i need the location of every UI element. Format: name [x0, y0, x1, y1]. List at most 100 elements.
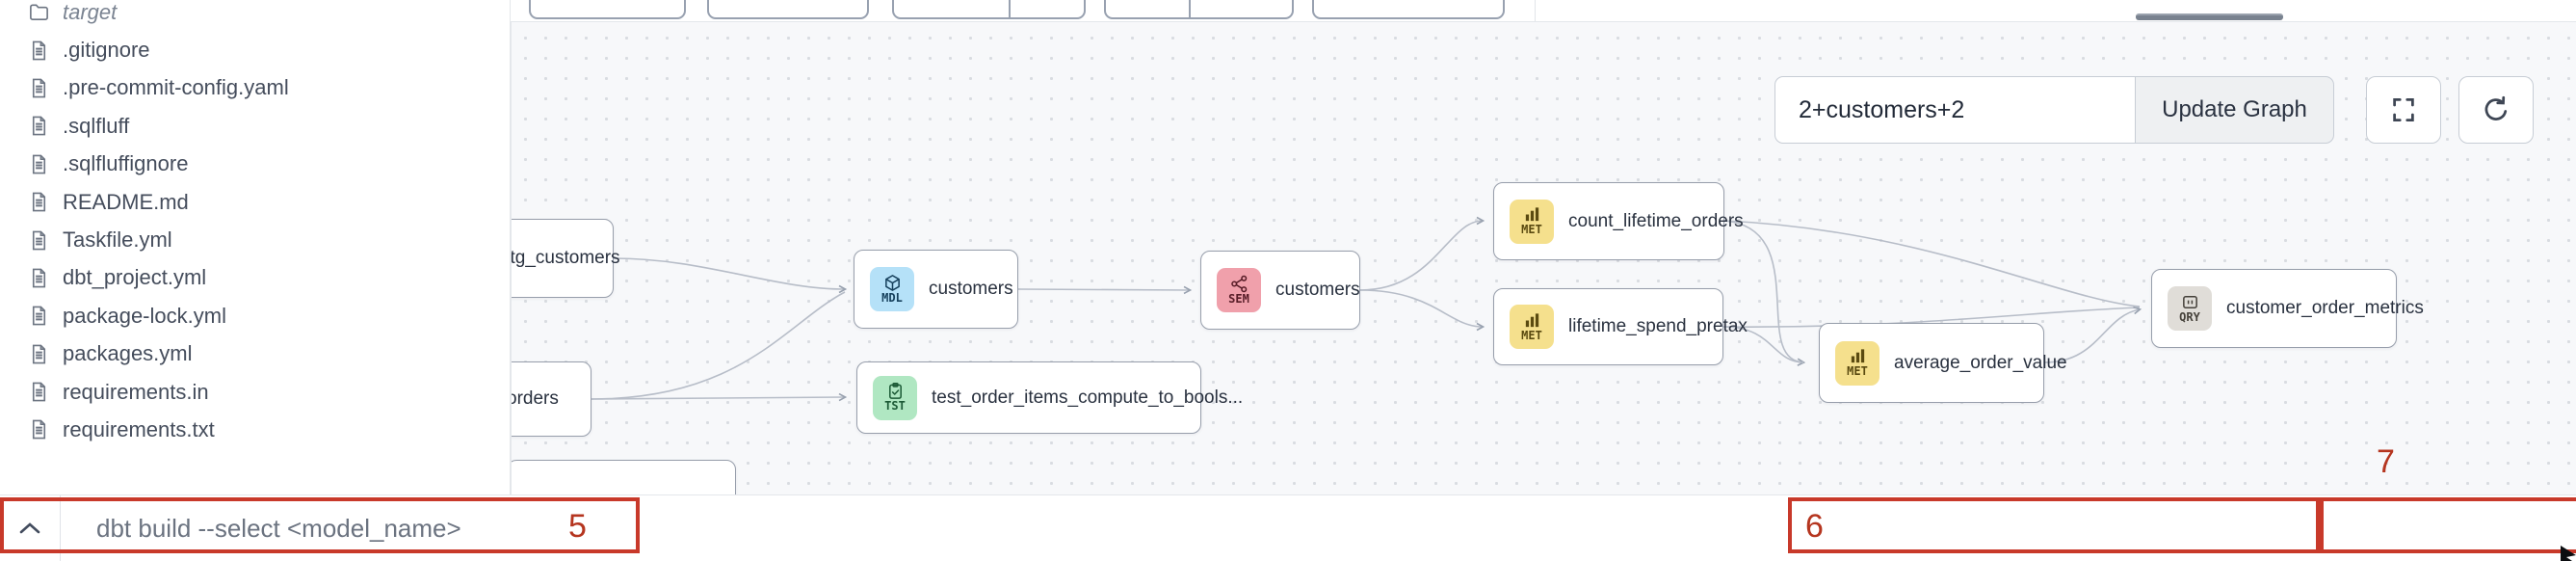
edge-orders-to-test_order_items — [591, 392, 848, 402]
lineage-node-stg_customers[interactable]: MDLstg_customers — [512, 219, 620, 298]
tst-type-icon: TST — [873, 375, 917, 420]
lineage-node-customers_model[interactable]: MDL customers — [854, 250, 1018, 329]
file-icon — [28, 267, 50, 289]
edge-customers_semantic-to-lifetime_spend_pretax — [1359, 289, 1485, 332]
file-icon — [28, 229, 50, 252]
qry-type-icon: QRY — [2168, 286, 2212, 331]
update-graph-button[interactable]: Update Graph — [2135, 76, 2334, 144]
file-icon — [28, 40, 50, 62]
file-icon — [28, 115, 50, 137]
chevron-up-icon — [19, 522, 40, 534]
file-name: .sqlfluffignore — [63, 151, 189, 176]
fullscreen-icon — [2393, 98, 2414, 121]
node-label: customer_order_metrics — [2226, 298, 2424, 318]
lineage-node-orders[interactable]: MDLorders — [511, 361, 591, 437]
edge-customers_model-to-customers_semantic — [1017, 285, 1193, 295]
file-name: target — [63, 0, 118, 24]
file-tree-item[interactable]: README.md — [0, 183, 510, 221]
file-icon — [28, 305, 50, 327]
file-name: Taskfile.yml — [63, 227, 172, 253]
file-tree-item[interactable]: requirements.in — [0, 373, 510, 411]
file-tree-item[interactable]: .sqlfluffignore — [0, 146, 510, 183]
edge-orders-to-customers_model — [591, 291, 846, 400]
lineage-node-customer_order_metrics[interactable]: QRY customer_order_metrics — [2151, 269, 2424, 348]
refresh-button[interactable] — [2458, 76, 2534, 144]
node-label: average_order_value — [1894, 352, 2067, 373]
edge-stg_customers-to-customers_model — [613, 257, 848, 294]
lineage-node-count_lifetime_orders[interactable]: MET count_lifetime_orders — [1493, 182, 1744, 260]
edge-lifetime_spend_pretax-to-average_order_value — [1722, 326, 1804, 363]
file-icon — [28, 77, 50, 99]
node-label: customers — [929, 279, 1013, 299]
lineage-node-customers_semantic[interactable]: SEM customers — [1200, 251, 1360, 330]
met-type-icon: MET — [1510, 305, 1554, 349]
node-label: customers — [1275, 280, 1360, 300]
sem-type-icon: SEM — [1217, 268, 1261, 312]
file-name: .pre-commit-config.yaml — [63, 75, 289, 100]
file-tree-item[interactable]: .gitignore — [0, 31, 510, 68]
file-tree-item[interactable]: package-lock.yml — [0, 297, 510, 334]
met-type-icon: MET — [1835, 340, 1879, 386]
folder-icon — [28, 1, 50, 23]
file-tree-item[interactable]: dbt_project.yml — [0, 259, 510, 297]
file-icon — [28, 343, 50, 365]
edge-lifetime_spend_pretax-to-customer_order_metrics — [1722, 307, 2141, 328]
file-tree-item[interactable]: .pre-commit-config.yaml — [0, 69, 510, 107]
file-name: packages.yml — [63, 341, 193, 366]
toolbar-button-partial[interactable] — [1104, 0, 1294, 19]
file-tree-item[interactable]: .sqlfluff — [0, 107, 510, 145]
edge-count_lifetime_orders-to-customer_order_metrics — [1723, 220, 2141, 307]
lineage-canvas[interactable]: MDLstg_customersMDLordersMDLcustomersSEM… — [511, 21, 2576, 494]
file-tree-item[interactable]: target — [0, 0, 510, 31]
file-tree-item[interactable]: Taskfile.yml — [0, 221, 510, 258]
pane-divider — [1535, 0, 1536, 21]
divider — [60, 495, 61, 561]
file-icon — [28, 418, 50, 441]
file-tree: target .gitignore .pre-commit-config.yaml.… — [0, 0, 510, 449]
file-explorer-sidebar: target .gitignore .pre-commit-config.yaml.… — [0, 0, 511, 494]
node-label: lifetime_spend_pretax — [1568, 316, 1748, 336]
dbt-command-input[interactable] — [77, 495, 559, 561]
lineage-node-partial_node[interactable] — [512, 460, 736, 494]
file-icon — [28, 381, 50, 403]
graph-selector-controls: Update Graph — [1774, 76, 2534, 144]
edge-count_lifetime_orders-to-average_order_value — [1723, 220, 1806, 366]
node-label: count_lifetime_orders — [1568, 210, 1744, 231]
file-name: .gitignore — [63, 38, 150, 63]
fullscreen-button[interactable] — [2366, 76, 2441, 144]
file-tree-item[interactable]: requirements.txt — [0, 411, 510, 448]
toolbar-button-divider — [1009, 0, 1011, 17]
toolbar-button-partial[interactable] — [1312, 0, 1505, 19]
node-label: orders — [511, 388, 559, 409]
file-icon — [28, 191, 50, 213]
file-tree-item[interactable]: packages.yml — [0, 335, 510, 373]
bottom-command-bar: Defer to staging/production ? Ready — [0, 494, 2576, 561]
top-toolbar-strip — [511, 0, 2576, 21]
mdl-type-icon: MDL — [870, 267, 914, 311]
file-icon — [28, 153, 50, 175]
file-name: requirements.in — [63, 379, 209, 404]
toolbar-button-partial[interactable] — [529, 0, 686, 19]
node-label: test_order_items_compute_to_bools... — [932, 387, 1244, 408]
file-name: dbt_project.yml — [63, 265, 207, 290]
mouse-cursor — [2561, 546, 2576, 561]
selector-input[interactable] — [1774, 76, 2135, 144]
lineage-node-lifetime_spend_pretax[interactable]: MET lifetime_spend_pretax — [1493, 288, 1748, 365]
toolbar-button-partial[interactable] — [892, 0, 1086, 19]
lineage-node-test_order_items[interactable]: TST test_order_items_compute_to_bools... — [856, 361, 1243, 434]
met-type-icon: MET — [1510, 199, 1554, 244]
node-label: stg_customers — [511, 248, 620, 268]
lineage-edges — [591, 216, 2142, 402]
toolbar-button-partial[interactable] — [707, 0, 869, 19]
top-scrollbar-thumb[interactable] — [2136, 13, 2283, 20]
toolbar-button-divider — [1189, 0, 1191, 17]
collapse-panel-button[interactable] — [0, 495, 60, 561]
file-name: package-lock.yml — [63, 303, 226, 328]
file-name: .sqlfluff — [63, 113, 130, 138]
file-name: requirements.txt — [63, 416, 215, 441]
edge-average_order_value-to-customer_order_metrics — [2043, 306, 2142, 363]
edge-customers_semantic-to-count_lifetime_orders — [1359, 216, 1485, 291]
file-name: README.md — [63, 189, 189, 214]
lineage-node-average_order_value[interactable]: MET average_order_value — [1819, 323, 2067, 403]
